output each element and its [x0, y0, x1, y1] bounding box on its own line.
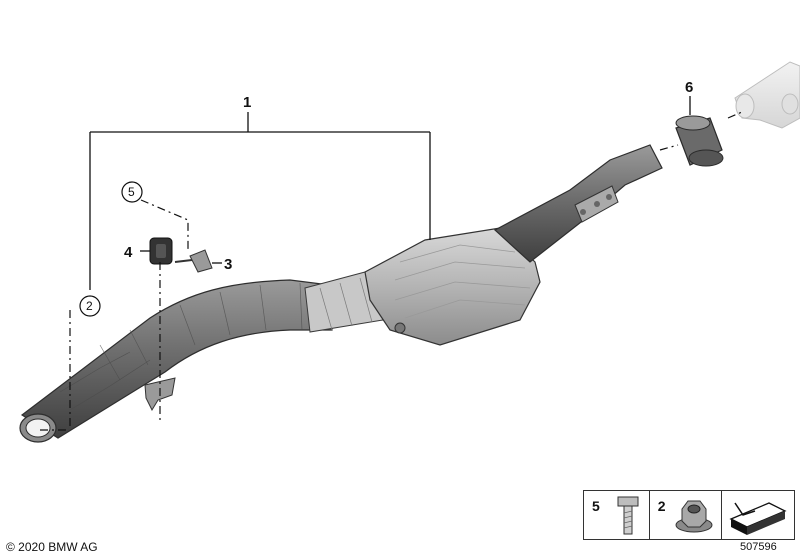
hex-bolt-icon — [617, 496, 639, 535]
callout-2-circle: 2 — [79, 295, 101, 317]
legend-number: 2 — [657, 498, 666, 514]
copyright-notice: © 2020 BMW AG — [6, 540, 98, 554]
leader-lines — [89, 96, 691, 290]
diagram-id: 507596 — [740, 541, 777, 553]
legend-number: 5 — [592, 498, 600, 514]
mounting-direction-icon — [729, 502, 787, 535]
callout-4: 4 — [124, 244, 133, 261]
dashed-leader-lines — [40, 111, 743, 431]
callout-1: 1 — [243, 94, 251, 111]
callout-2: 2 — [86, 299, 93, 313]
bracket-part-3 — [174, 249, 213, 273]
legend-item-nut: 2 — [650, 491, 723, 539]
legend-item-bolt: 5 — [584, 491, 650, 539]
exhaust-pipe-assembly — [19, 144, 663, 443]
rubber-mount-part-4 — [149, 237, 173, 265]
legend-item-direction — [722, 491, 794, 539]
callout-6: 6 — [685, 79, 693, 96]
pipe-sleeve-part-6 — [675, 115, 724, 167]
adjacent-pipe-ghost — [734, 61, 800, 129]
callout-5-circle: 5 — [121, 181, 143, 203]
flange-nut-icon — [675, 500, 713, 533]
callout-3: 3 — [224, 256, 232, 273]
callout-5: 5 — [128, 185, 135, 199]
parts-legend: 5 2 — [583, 490, 795, 540]
